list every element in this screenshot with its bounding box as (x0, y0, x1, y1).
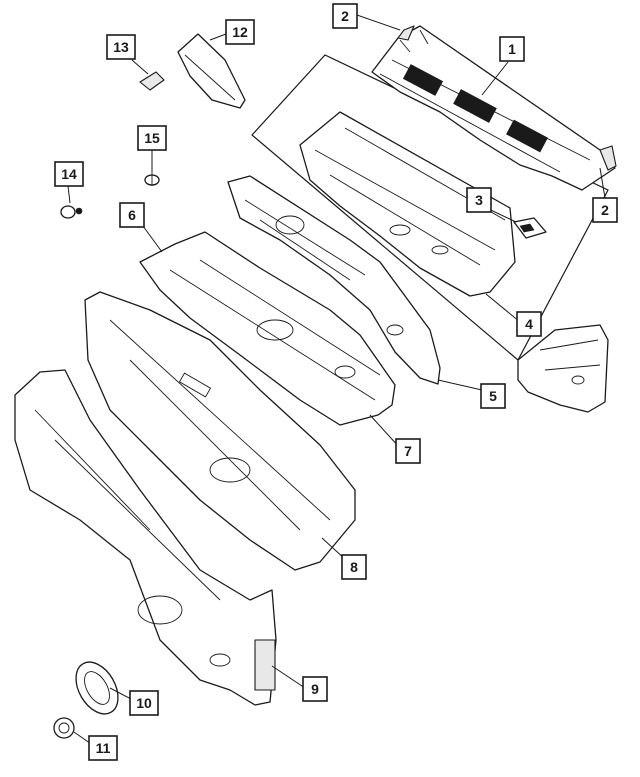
callout-5-label: 5 (489, 388, 497, 404)
callout-10: 10 (129, 690, 159, 716)
callout-9-label: 9 (311, 681, 319, 697)
part-5-dash-panel (227, 175, 441, 385)
callout-11-label: 11 (96, 740, 111, 756)
callout-9: 9 (302, 676, 328, 702)
side-panel-part (517, 324, 609, 413)
part-2-seal-left (397, 25, 415, 41)
part-11-plug (53, 717, 75, 739)
callout-14-label: 14 (61, 166, 77, 182)
callout-5: 5 (480, 383, 506, 409)
part-12-tray (177, 33, 246, 109)
callout-8-label: 8 (350, 559, 358, 575)
part-13-clip (139, 71, 165, 91)
part-8-9-dash-silencer (14, 369, 277, 706)
callout-7: 7 (395, 438, 421, 464)
callout-13-label: 13 (113, 39, 129, 55)
callout-1-label: 1 (508, 41, 516, 57)
callout-7-label: 7 (404, 443, 412, 459)
part-10-grommet (75, 661, 119, 715)
callout-8: 8 (341, 554, 367, 580)
callout-15-label: 15 (144, 130, 160, 146)
parts-group-frame (251, 54, 609, 361)
callout-2-top-label: 2 (341, 8, 349, 24)
part-14-push-pin (60, 205, 83, 219)
callout-12-label: 12 (232, 24, 248, 40)
callout-2-top: 2 (332, 3, 358, 29)
callout-11: 11 (88, 735, 118, 761)
callout-6-label: 6 (128, 207, 136, 223)
callout-1: 1 (499, 36, 525, 62)
callout-3: 3 (466, 187, 492, 213)
callout-4-label: 4 (525, 316, 533, 332)
callout-12: 12 (225, 19, 255, 45)
part-3-bracket (513, 217, 547, 239)
part-2-seal-right (599, 145, 617, 171)
callout-15: 15 (137, 125, 167, 151)
part-6-dash-insulator (139, 231, 396, 426)
part-15-fastener (144, 172, 160, 186)
part-7-silencer (84, 291, 356, 571)
callout-2-right: 2 (592, 197, 618, 223)
callout-4: 4 (516, 311, 542, 337)
callout-3-label: 3 (475, 192, 483, 208)
callout-2-right-label: 2 (601, 202, 609, 218)
callout-10-label: 10 (136, 695, 152, 711)
callout-13: 13 (106, 34, 136, 60)
callout-14: 14 (54, 161, 84, 187)
part-1-cowl-panel (371, 25, 616, 191)
callout-6: 6 (119, 202, 145, 228)
